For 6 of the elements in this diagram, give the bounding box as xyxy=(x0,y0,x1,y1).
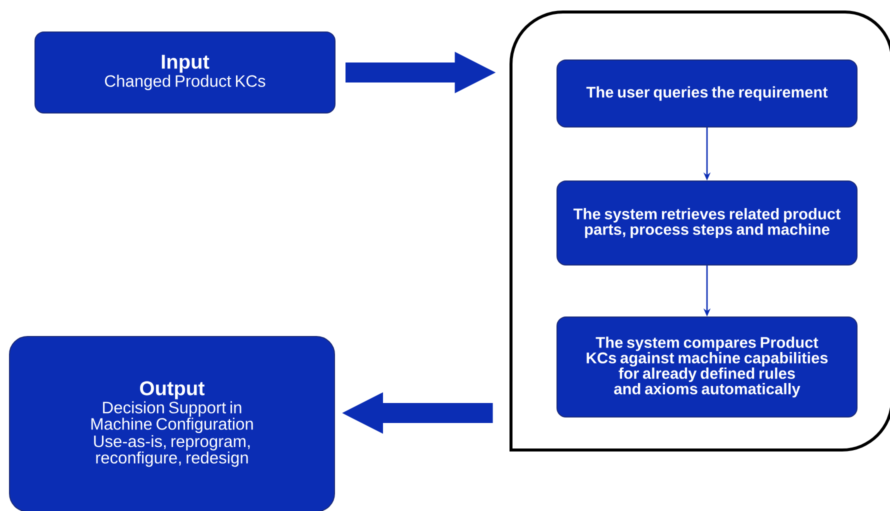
step-box: The user queries the requirement xyxy=(556,60,858,128)
step-box: The system retrieves related product parts, process steps and machine xyxy=(556,180,858,266)
process-box: Input Changed Product KCs xyxy=(34,32,336,114)
process-box: Output Decision Support in Machine Configuration Use-as-is, reprogram, reconfigure, redesign xyxy=(9,336,335,511)
container-box xyxy=(510,10,890,452)
step-box: The system compares Product KCs against machine capabilities for already defined rules and axioms automatically xyxy=(556,316,858,418)
